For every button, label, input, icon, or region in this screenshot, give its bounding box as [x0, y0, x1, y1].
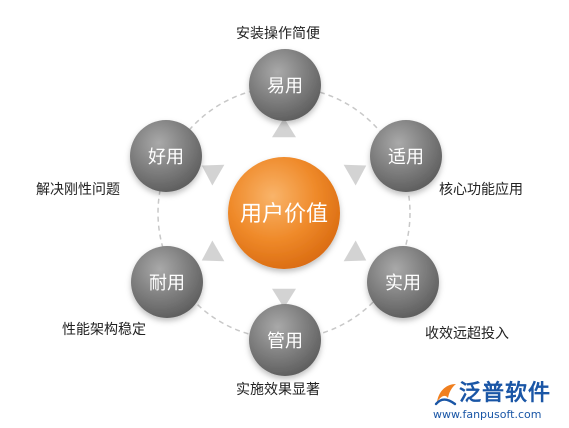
node-durable: 耐用: [131, 246, 203, 318]
arrow-upper-left-icon: [201, 164, 225, 186]
caption-durable: 性能架构稳定: [62, 322, 146, 338]
node-label: 适用: [388, 147, 424, 168]
logo-url: www.fanpusoft.com: [433, 408, 542, 421]
logo-name: 泛普软件: [459, 381, 552, 406]
node-effective: 管用: [249, 304, 321, 376]
node-easy: 易用: [249, 49, 321, 121]
arrow-lower-right-icon: [343, 240, 367, 262]
node-label: 管用: [267, 331, 303, 352]
caption-practical: 收效远超投入: [425, 326, 509, 342]
logo-mark-icon: [434, 384, 457, 406]
node-suitable: 适用: [370, 120, 442, 192]
caption-effective: 实施效果显著: [236, 382, 320, 398]
arrow-lower-left-icon: [201, 240, 225, 262]
dashed-ring: [157, 86, 411, 340]
node-label: 易用: [267, 76, 303, 97]
node-good: 好用: [130, 120, 202, 192]
caption-suitable: 核心功能应用: [439, 182, 523, 198]
brand-logo: 泛普软件 www.fanpusoft.com: [433, 380, 563, 424]
center-label: 用户价值: [240, 202, 328, 227]
arrow-upper-right-icon: [343, 164, 367, 186]
node-label: 实用: [385, 273, 421, 294]
arrow-up-icon: [272, 118, 296, 138]
node-label: 好用: [148, 147, 184, 168]
caption-easy: 安装操作简便: [236, 26, 320, 42]
caption-good: 解决刚性问题: [36, 182, 120, 198]
node-label: 耐用: [149, 273, 185, 294]
arrow-down-icon: [272, 288, 296, 308]
node-practical: 实用: [367, 246, 439, 318]
center-node: 用户价值: [228, 157, 340, 269]
arrow-group: [201, 118, 367, 308]
